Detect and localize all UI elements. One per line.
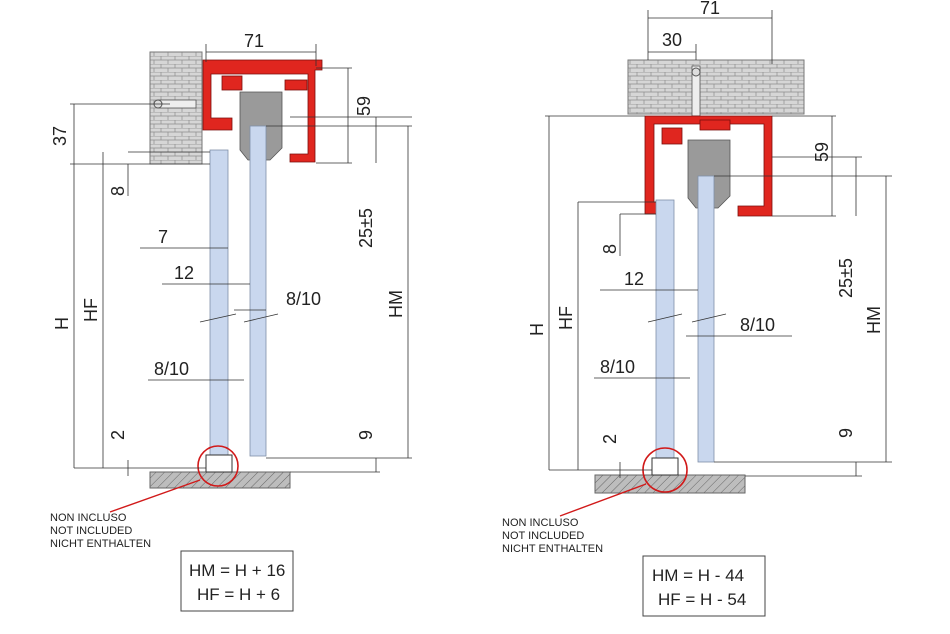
right-floor (594, 474, 746, 494)
left-profile (202, 59, 323, 163)
left-width-71: 71 (244, 31, 264, 51)
right-dim-2: 2 (600, 434, 620, 444)
left-formula-1: HM = H + 16 (189, 561, 285, 580)
left-note-1: NON INCLUSO (50, 512, 127, 524)
right-dim-59: 59 (812, 142, 832, 162)
left-dim-25: 25±5 (356, 208, 376, 248)
right-wall (627, 59, 805, 115)
left-moving-glass (249, 125, 267, 457)
right-dim-12: 12 (624, 269, 644, 289)
left-drawing: 71 59 37 8 7 12 25±5 8/10 8/10 2 9 H HF … (50, 31, 412, 612)
right-screw (691, 65, 701, 117)
right-dim-8: 8 (600, 244, 620, 254)
right-dim-25: 25±5 (836, 258, 856, 298)
right-formula-1: HM = H - 44 (652, 566, 744, 585)
left-formula-box (180, 550, 294, 612)
right-dim-9: 9 (836, 428, 856, 438)
right-dim-810-left: 8/10 (600, 357, 635, 377)
right-note-1: NON INCLUSO (502, 517, 579, 529)
right-note-3: NICHT ENTHALTEN (502, 543, 603, 555)
left-note-3: NICHT ENTHALTEN (50, 538, 151, 550)
right-label-hf: HF (556, 306, 576, 330)
left-dim-810-right: 8/10 (286, 289, 321, 309)
right-drawing: 71 30 59 8 12 25±5 8/10 8/10 2 9 H HF HM… (502, 0, 892, 617)
left-formula-2: HF = H + 6 (197, 585, 280, 604)
left-marker-circle (197, 445, 239, 487)
left-dim-59: 59 (354, 96, 374, 116)
right-formula-2: HF = H - 54 (658, 590, 746, 609)
right-label-h: H (527, 323, 547, 336)
left-label-h: H (52, 317, 72, 330)
left-fixed-glass (209, 149, 229, 469)
left-label-hf: HF (81, 298, 101, 322)
right-formula-box (642, 555, 766, 617)
right-dim-810-right: 8/10 (740, 315, 775, 335)
right-label-hm: HM (864, 306, 884, 334)
left-dim-12: 12 (174, 263, 194, 283)
left-label-hm: HM (386, 290, 406, 318)
left-note-2: NOT INCLUDED (50, 525, 132, 537)
left-dim-8: 8 (108, 186, 128, 196)
left-dim-37: 37 (50, 126, 70, 146)
left-dim-2: 2 (108, 430, 128, 440)
right-offset-30: 30 (662, 30, 682, 50)
left-dim-9: 9 (356, 430, 376, 440)
left-dim-810-left: 8/10 (154, 359, 189, 379)
right-width-71: 71 (700, 0, 720, 18)
right-fixed-glass (655, 199, 675, 471)
left-dim-7: 7 (158, 227, 168, 247)
right-note-2: NOT INCLUDED (502, 530, 584, 542)
